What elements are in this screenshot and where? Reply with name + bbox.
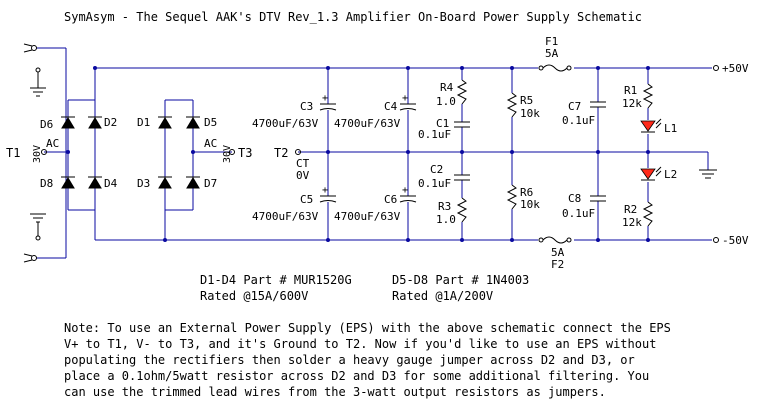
d3-label: D3 [137, 177, 150, 190]
r6-value: 10k [520, 198, 540, 211]
rail-positive-label: +50V [722, 62, 749, 75]
capacitor-icon: + + + + [318, 93, 608, 203]
c2-value: 0.1uF [418, 177, 451, 190]
r6-label: R6 [520, 186, 533, 199]
d4-label: D4 [104, 177, 118, 190]
note-line: can use the trimmed lead wires from the … [64, 385, 606, 399]
r2-value: 12k [622, 216, 642, 229]
d5-d8-part: D5-D8 Part # 1N4003 [392, 273, 529, 287]
r3-label: R3 [438, 200, 451, 213]
d2-label: D2 [104, 116, 117, 129]
d7-label: D7 [204, 177, 217, 190]
resistor-icon [456, 79, 654, 227]
ov-label: 0V [296, 169, 310, 182]
rail-negative-label: -50V [722, 234, 749, 247]
input-terminals [23, 43, 719, 263]
r5-label: R5 [520, 94, 533, 107]
r1-label: R1 [624, 84, 637, 97]
d5-d8-rating: Rated @1A/200V [392, 289, 493, 303]
r1-value: 12k [622, 97, 642, 110]
c3-label: C3 [300, 100, 313, 113]
c7-label: C7 [568, 100, 581, 113]
fuse-icon [538, 62, 574, 246]
d8-label: D8 [40, 177, 53, 190]
t2-label: T2 [274, 146, 288, 160]
r4-value: 1.0 [436, 95, 456, 108]
note-line: place a 0.1ohm/5watt resistor across D2 … [64, 369, 649, 383]
r5-value: 10k [520, 107, 540, 120]
schematic-title: SymAsym - The Sequel AAK's DTV Rev_1.3 A… [64, 10, 642, 24]
ac-left-label: AC [46, 137, 59, 150]
r4-label: R4 [440, 81, 454, 94]
t1-label: T1 [6, 146, 20, 160]
v30-right-label: 30V [222, 145, 233, 163]
c1-label: C1 [436, 117, 449, 130]
component-labels: +50V -50V T1 AC 30V T3 AC 30V T2 CT 0V D… [6, 35, 749, 271]
svg-text:+: + [322, 185, 328, 196]
v30-left-label: 30V [32, 145, 43, 163]
eps-note: Note: To use an External Power Supply (E… [64, 321, 671, 399]
l2-label: L2 [664, 168, 677, 181]
d5-label: D5 [204, 116, 217, 129]
c4-value: 4700uF/63V [334, 117, 401, 130]
d1-d4-rating: Rated @15A/600V [200, 289, 308, 303]
wiring [36, 47, 712, 259]
svg-text:+: + [402, 93, 408, 104]
junction-dots [66, 66, 650, 242]
ground-icon [30, 67, 717, 241]
l1-label: L1 [664, 122, 677, 135]
c5-value: 4700uF/63V [252, 210, 319, 223]
svg-text:+: + [322, 93, 328, 104]
ac-right-label: AC [204, 137, 217, 150]
c6-value: 4700uF/63V [334, 210, 401, 223]
r3-value: 1.0 [436, 213, 456, 226]
f2-label: F2 [551, 258, 564, 271]
note-line: Note: To use an External Power Supply (E… [64, 321, 671, 335]
note-line: populating the rectifiers then solder a … [64, 353, 635, 367]
ct-label: CT [296, 157, 310, 170]
c6-label: C6 [384, 193, 397, 206]
c7-value: 0.1uF [562, 114, 595, 127]
c3-value: 4700uF/63V [252, 117, 319, 130]
d1-d4-part: D1-D4 Part # MUR1520G [200, 273, 352, 287]
c2-label: C2 [430, 163, 443, 176]
svg-text:+: + [402, 185, 408, 196]
note-line: V+ to T1, V- to T3, and it's Ground to T… [64, 337, 656, 351]
c8-value: 0.1uF [562, 207, 595, 220]
r2-label: R2 [624, 203, 637, 216]
c4-label: C4 [384, 100, 398, 113]
f1-rating: 5A [545, 47, 559, 60]
f2-rating: 5A [551, 246, 565, 259]
c1-value: 0.1uF [418, 128, 451, 141]
part-notes: D1-D4 Part # MUR1520G Rated @15A/600V D5… [200, 273, 529, 303]
c8-label: C8 [568, 192, 581, 205]
led-icon [640, 118, 662, 182]
d6-label: D6 [40, 118, 53, 131]
f1-label: F1 [545, 35, 558, 48]
d1-label: D1 [137, 116, 150, 129]
c5-label: C5 [300, 193, 313, 206]
t3-label: T3 [238, 146, 252, 160]
diode-icon [61, 116, 200, 189]
